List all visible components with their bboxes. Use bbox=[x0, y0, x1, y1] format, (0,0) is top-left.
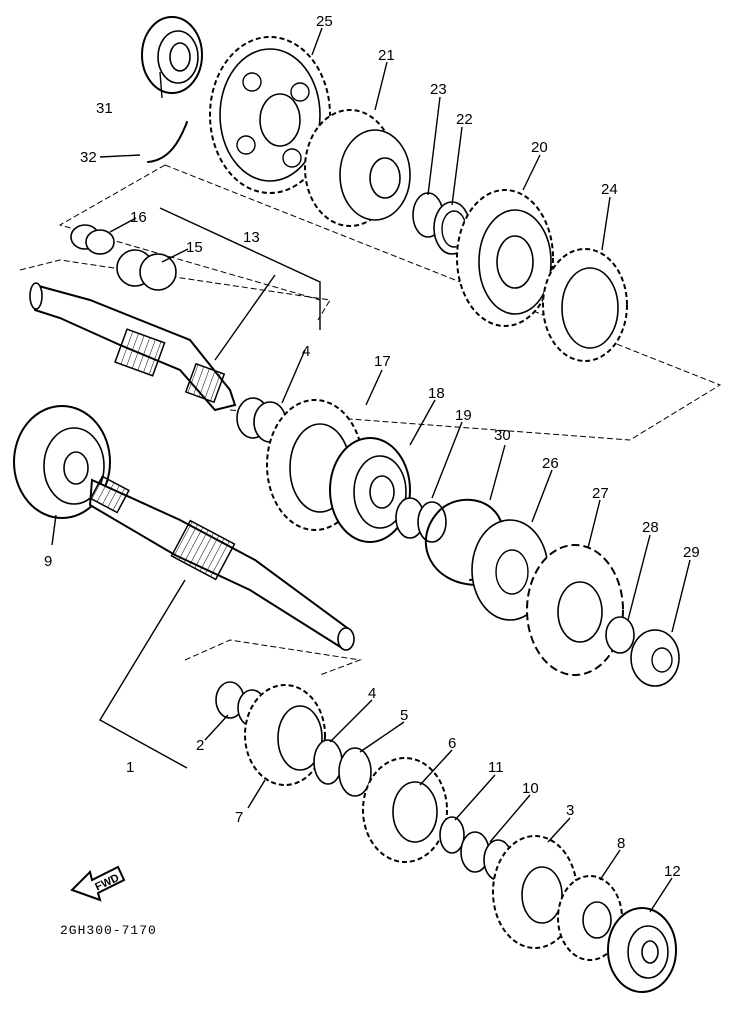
label-20: 20 bbox=[531, 139, 548, 156]
part-labels: 25 21 23 22 20 24 31 32 16 13 15 4 17 18… bbox=[44, 13, 700, 880]
label-31: 31 bbox=[96, 100, 113, 117]
leader-lines bbox=[51, 27, 691, 913]
lower-assembly-outline bbox=[184, 639, 362, 676]
label-10: 10 bbox=[522, 780, 539, 797]
drive-axle-1 bbox=[88, 475, 355, 651]
label-2: 2 bbox=[196, 737, 204, 754]
label-26: 26 bbox=[542, 455, 559, 472]
collar-4-upper bbox=[236, 397, 287, 443]
label-7: 7 bbox=[235, 809, 243, 826]
nut-29 bbox=[630, 629, 680, 687]
bearing-9 bbox=[13, 405, 111, 519]
collar-15 bbox=[116, 249, 177, 291]
label-18: 18 bbox=[428, 385, 445, 402]
label-25: 25 bbox=[316, 13, 333, 30]
bearing-18 bbox=[329, 437, 411, 543]
gear-20 bbox=[456, 189, 554, 327]
label-27: 27 bbox=[592, 485, 609, 502]
lock-washer-28 bbox=[605, 616, 635, 654]
label-15: 15 bbox=[186, 239, 203, 256]
label-4-lower: 4 bbox=[368, 685, 376, 702]
label-23: 23 bbox=[430, 81, 447, 98]
washer-11 bbox=[439, 816, 465, 854]
label-21: 21 bbox=[378, 47, 395, 64]
label-32: 32 bbox=[80, 149, 97, 166]
fwd-arrow-icon: FWD bbox=[70, 865, 126, 902]
circlip-32 bbox=[147, 121, 188, 163]
main-axle-13 bbox=[29, 282, 237, 412]
label-29: 29 bbox=[683, 544, 700, 561]
upper-assembly-outline bbox=[19, 164, 722, 441]
washer-4-lower bbox=[313, 739, 343, 785]
collar-16 bbox=[70, 224, 115, 255]
label-16: 16 bbox=[130, 209, 147, 226]
gear-25 bbox=[209, 36, 331, 194]
label-28: 28 bbox=[642, 519, 659, 536]
collar-19 bbox=[395, 497, 447, 543]
gear-24 bbox=[542, 248, 628, 362]
label-4-upper: 4 bbox=[302, 343, 310, 360]
circlip-5 bbox=[338, 747, 372, 797]
bearing-31 bbox=[141, 16, 203, 94]
diagram-code: 2GH300-7170 bbox=[60, 923, 157, 938]
label-3: 3 bbox=[566, 802, 574, 819]
label-9: 9 bbox=[44, 553, 52, 570]
label-11: 11 bbox=[488, 759, 504, 776]
label-8: 8 bbox=[617, 835, 625, 852]
gear-6 bbox=[362, 757, 448, 863]
fwd-label: FWD bbox=[93, 872, 121, 893]
label-24: 24 bbox=[601, 181, 618, 198]
label-12: 12 bbox=[664, 863, 681, 880]
label-5: 5 bbox=[400, 707, 408, 724]
label-6: 6 bbox=[448, 735, 456, 752]
label-17: 17 bbox=[374, 353, 391, 370]
gear-21 bbox=[304, 109, 411, 227]
bearing-12 bbox=[607, 907, 677, 993]
label-19: 19 bbox=[455, 407, 472, 424]
gear-7 bbox=[244, 684, 326, 786]
label-30: 30 bbox=[494, 427, 511, 444]
sprocket-27 bbox=[526, 544, 624, 676]
label-1: 1 bbox=[126, 759, 134, 776]
label-22: 22 bbox=[456, 111, 473, 128]
label-13: 13 bbox=[243, 229, 260, 246]
